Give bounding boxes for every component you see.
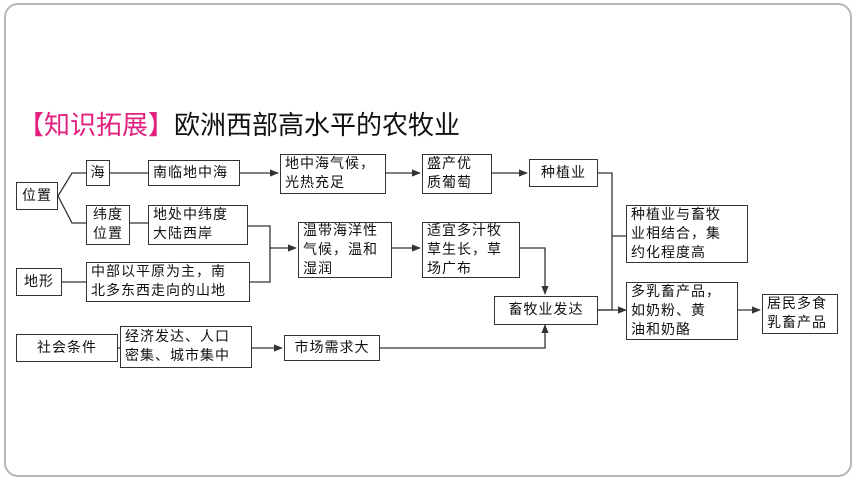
node-zhongbu: 中部以平原为主，南 北多东西走向的山地 xyxy=(86,262,250,302)
node-jumin: 居民多食 乳畜产品 xyxy=(762,294,838,334)
node-xumuye: 畜牧业发达 xyxy=(494,296,598,325)
node-nanlin: 南临地中海 xyxy=(148,160,240,186)
page-title: 【知识拓展】欧洲西部高水平的农牧业 xyxy=(18,106,460,146)
node-dizhonghai-qihou: 地中海气候， 光热充足 xyxy=(280,154,386,194)
node-wendai: 温带海洋性 气候，温和 湿润 xyxy=(298,222,392,278)
node-shichang: 市场需求大 xyxy=(284,335,380,361)
node-shengchan: 盛产优 质葡萄 xyxy=(422,154,492,194)
title-text: 欧洲西部高水平的农牧业 xyxy=(174,111,461,141)
connector-xumu-jiehe xyxy=(598,236,613,311)
node-shehui: 社会条件 xyxy=(16,334,118,362)
node-duoru: 多乳畜产品， 如奶粉、黄 油和奶酪 xyxy=(626,282,738,340)
connector-zhongbu-merge xyxy=(250,248,271,283)
node-dichu: 地处中纬度 大陆西岸 xyxy=(148,205,248,245)
node-hai: 海 xyxy=(86,160,110,186)
node-jingji: 经济发达、人口 密集、城市集中 xyxy=(120,326,252,368)
node-weizhi: 位置 xyxy=(16,182,58,210)
connector-zhongzhi-jiehe xyxy=(598,172,626,237)
connector-shichang-xumu xyxy=(380,324,549,349)
title-bracket: 【知识拓展】 xyxy=(18,111,175,141)
node-dixing: 地形 xyxy=(16,268,62,296)
connector-weizhi-hai xyxy=(57,172,86,197)
node-zhongzhiye: 种植业 xyxy=(529,159,598,187)
connector-weizhi-weidu xyxy=(57,195,86,224)
node-weidu: 纬度 位置 xyxy=(86,205,130,245)
node-jiehe: 种植业与畜牧 业相结合，集 约化程度高 xyxy=(626,205,748,263)
connector-shiyi-xumu xyxy=(520,247,549,295)
connector-dichu-merge xyxy=(248,225,297,252)
node-shiyi: 适宜多汁牧 草生长，草 场广布 xyxy=(422,222,520,278)
